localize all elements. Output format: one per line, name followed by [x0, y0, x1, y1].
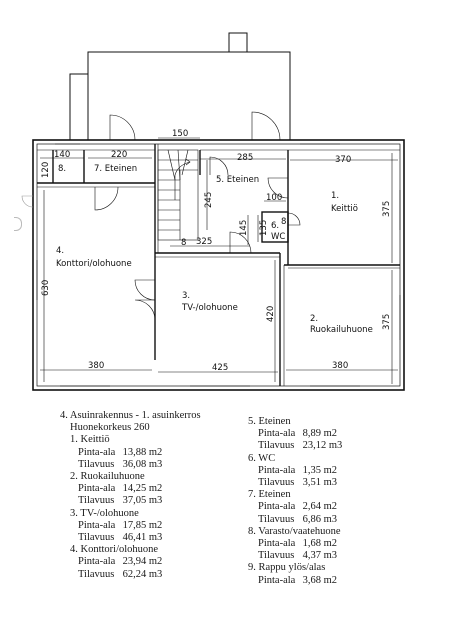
legend-volume-row: Tilavuus 46,41 m3 — [78, 532, 163, 544]
legend-volume-row: Tilavuus 6,86 m3 — [258, 513, 338, 525]
legend-volume-row: Tilavuus 23,12 m3 — [258, 440, 343, 452]
dim-150: 150 — [172, 129, 188, 139]
room-label-4: Konttori/olohuone — [56, 259, 132, 269]
room-label-7: 7. Eteinen — [94, 164, 137, 174]
legend-room-name: 2. Ruokailuhuone — [70, 471, 145, 483]
legend-volume-row: Tilavuus 4,37 m3 — [258, 550, 338, 562]
dim-8-a: 8 — [181, 238, 186, 248]
dim-140: 140 — [54, 150, 70, 160]
floor-plan: 150 140 220 285 370 120 245 375 375 100 … — [21, 32, 405, 391]
room-number-3: 3. — [182, 291, 190, 301]
dim-630: 630 — [41, 280, 51, 296]
dim-425: 425 — [212, 363, 228, 373]
dim-8-b: 8 — [281, 217, 286, 227]
legend-area-row: Pinta-ala 23,94 m2 — [78, 556, 163, 568]
dim-375-lower: 375 — [382, 314, 392, 330]
room-label-6: WC — [271, 232, 285, 242]
dim-370: 370 — [335, 155, 351, 165]
room-label-3: TV-/olohuone — [181, 303, 238, 313]
legend-room-name: 8. Varasto/vaatehuone — [248, 525, 341, 537]
room-label-2: Ruokailuhuone — [310, 325, 373, 335]
dim-285: 285 — [237, 153, 253, 163]
legend-room-name: 4. Konttori/olohuone — [70, 544, 159, 556]
legend-volume-row: Tilavuus 37,05 m3 — [78, 495, 163, 507]
room-number-1: 1. — [331, 191, 339, 201]
dim-135: 135 — [259, 220, 269, 236]
legend-area-row: Pinta-ala 2,64 m2 — [258, 501, 338, 513]
room-legend-right: 5. Eteinen Pinta-ala 8,89 m2 Tilavuus 23… — [248, 416, 342, 587]
legend-room-name: 7. Eteinen — [248, 489, 291, 501]
windows — [32, 139, 405, 391]
legend-area-row: Pinta-ala 14,25 m2 — [78, 483, 163, 495]
legend-area-row: Pinta-ala 17,85 m2 — [78, 519, 163, 531]
legend-volume-row: Tilavuus 36,08 m3 — [78, 458, 163, 470]
dim-220: 220 — [111, 150, 127, 160]
legend-room-name: 1. Keittiö — [70, 434, 110, 446]
room-label-5: 5. Eteinen — [216, 175, 259, 185]
upper-building-outline — [69, 32, 291, 141]
legend-area-row: Pinta-ala 1,68 m2 — [258, 538, 338, 550]
dim-375-upper: 375 — [382, 201, 392, 217]
door-swings — [21, 111, 301, 321]
legend-area-row: Pinta-ala 3,68 m2 — [258, 574, 338, 586]
dimension-lines — [40, 137, 398, 384]
dim-380-left: 380 — [88, 361, 104, 371]
dim-245: 245 — [204, 192, 214, 208]
legend-area-row: Pinta-ala 1,35 m2 — [258, 464, 338, 476]
dim-100: 100 — [266, 193, 282, 203]
legend-volume-row: Tilavuus 3,51 m3 — [258, 477, 338, 489]
legend-room-name: 3. TV-/olohuone — [70, 507, 139, 519]
legend-title: 4. Asuinrakennus - 1. asuinkerros — [60, 410, 201, 421]
dim-120: 120 — [41, 162, 51, 178]
room-legend-left: 4. Asuinrakennus - 1. asuinkerros Huonek… — [60, 410, 201, 581]
legend-volume-row: Tilavuus 62,24 m3 — [78, 568, 163, 580]
room-label-1: Keittiö — [331, 204, 358, 214]
room-number-2: 2. — [310, 314, 318, 324]
legend-room-name: 6. WC — [248, 452, 276, 464]
legend-room-name: 5. Eteinen — [248, 416, 291, 427]
room-number-4: 4. — [56, 246, 64, 256]
staircase — [157, 149, 199, 241]
legend-area-row: Pinta-ala 8,89 m2 — [258, 428, 338, 440]
legend-subtitle: Huonekorkeus 260 — [70, 422, 150, 434]
room-label-8: 8. — [58, 164, 66, 174]
dim-380-right: 380 — [332, 361, 348, 371]
legend-room-name: 9. Rappu ylös/alas — [248, 562, 326, 574]
room-number-6: 6. — [271, 221, 279, 231]
dim-325: 325 — [196, 237, 212, 247]
binder-hole — [14, 217, 22, 231]
legend-area-row: Pinta-ala 13,88 m2 — [78, 446, 163, 458]
dim-145: 145 — [239, 220, 249, 236]
dim-420: 420 — [266, 306, 276, 322]
